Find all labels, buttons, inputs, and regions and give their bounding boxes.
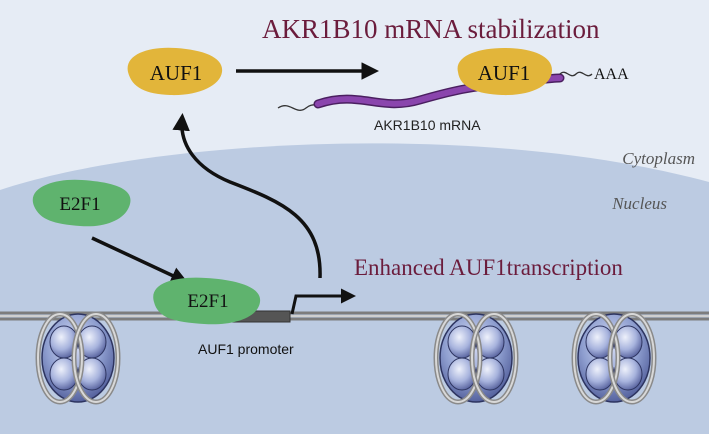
auf1-cytoplasm-label: AUF1	[150, 61, 203, 85]
nucleosome	[433, 311, 519, 405]
e2f1-protein-bound: E2F1	[153, 277, 261, 325]
mrna-label: AKR1B10 mRNA	[374, 117, 481, 133]
e2f1-protein-free: E2F1	[32, 179, 131, 227]
cytoplasm-label: Cytoplasm	[622, 149, 695, 168]
e2f1-free-label: E2F1	[59, 194, 100, 215]
nucleosome	[571, 311, 657, 405]
enhanced-transcription-label: Enhanced AUF1transcription	[354, 255, 623, 280]
export-arrow	[172, 113, 322, 279]
e2f1-bound-label: E2F1	[187, 291, 228, 312]
auf1-bound-label: AUF1	[478, 61, 531, 85]
auf1-protein-bound: AUF1	[457, 48, 552, 96]
nucleus-label: Nucleus	[611, 194, 667, 213]
nucleosome	[35, 311, 121, 405]
poly-a-tail-label: AAA	[594, 66, 629, 83]
title-mrna-stabilization: AKR1B10 mRNA stabilization	[262, 14, 600, 44]
auf1-protein-cytoplasm: AUF1	[127, 47, 223, 96]
promoter-label: AUF1 promoter	[198, 341, 294, 357]
binding-arrow	[91, 236, 189, 284]
